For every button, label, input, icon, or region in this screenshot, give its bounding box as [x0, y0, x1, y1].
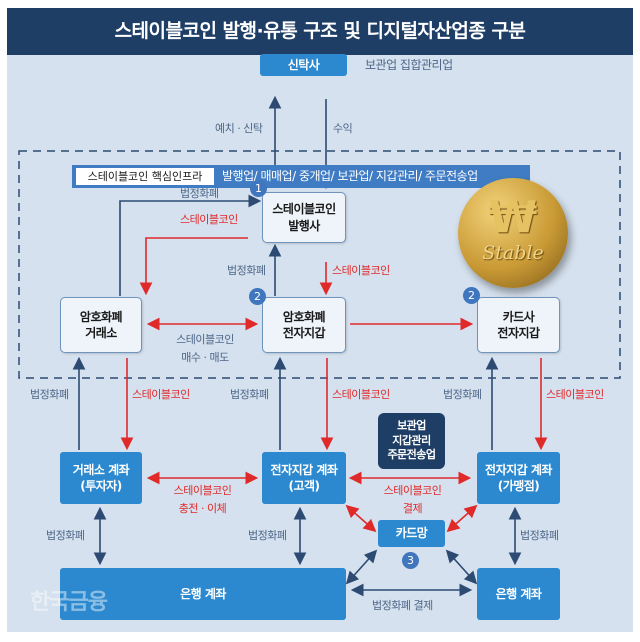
- crypto-wallet-line1: 암호화폐: [282, 309, 326, 324]
- issuer-line1: 스테이블코인: [272, 202, 336, 217]
- merchant-wallet-account-box: 전자지갑 계좌 (가맹점): [477, 452, 560, 504]
- charge-line2: 충전 · 이체: [178, 501, 227, 515]
- fiat-label-4: 법정화폐: [46, 529, 85, 542]
- exchange-account-line1: 거래소 계좌: [72, 462, 130, 477]
- bank-account-right-box: 은행 계좌: [477, 568, 560, 620]
- crypto-wallet-line2: 전자지갑: [282, 326, 326, 340]
- merchant-wallet-line2: (가맹점): [497, 479, 540, 493]
- custody-line2: 지갑관리: [392, 433, 431, 447]
- fiat-label-exchange-issuer: 법정화폐: [180, 187, 219, 200]
- fiat-label-3: 법정화폐: [443, 388, 482, 401]
- core-infra-label: 스테이블코인 핵심인프라: [76, 168, 214, 185]
- arrow-exchange-fiat: [119, 194, 262, 296]
- won-symbol-icon: ₩: [488, 192, 538, 243]
- buy-sell-line1: 스테이블코인: [176, 333, 234, 346]
- merchant-wallet-line1: 전자지갑 계좌: [485, 462, 552, 477]
- coin-text: Stable: [482, 242, 544, 264]
- card-network-box: 카드망: [378, 520, 445, 547]
- fiat-label-5: 법정화폐: [248, 529, 287, 542]
- card-wallet-line2: 전자지갑: [497, 326, 540, 340]
- fiat-label-2: 법정화폐: [230, 388, 269, 401]
- stablecoin-label-2: 스테이블코인: [332, 388, 390, 401]
- exchange-account-box: 거래소 계좌 (투자자): [60, 452, 142, 504]
- trust-business-note: 보관업 집합관리업: [365, 58, 453, 72]
- stablecoin-coin-image: ₩ Stable: [458, 178, 568, 288]
- exchange-line2: 거래소: [85, 326, 117, 340]
- core-infra-businesses: 발행업/ 매매업/ 중개업/ 보관업/ 지갑관리/ 주문전송업: [222, 169, 478, 183]
- buy-sell-line2: 매수 · 매도: [181, 350, 229, 364]
- page-title: 스테이블코인 발행·유통 구조 및 디지털자산업종 구분: [7, 8, 633, 55]
- fiat-label-1: 법정화폐: [30, 388, 69, 401]
- exchange-line1: 암호화폐: [79, 309, 123, 324]
- customer-wallet-line2: (고객): [288, 479, 320, 493]
- custody-line3: 주문전송업: [387, 448, 436, 462]
- core-infra-bar: 스테이블코인 핵심인프라 발행업/ 매매업/ 중개업/ 보관업/ 지갑관리/ 주…: [72, 165, 530, 188]
- exchange-account-line2: (투자자): [80, 479, 122, 493]
- stablecoin-label-issuer-wallet: 스테이블코인: [332, 264, 390, 277]
- badge-2-card-wallet: 2: [463, 287, 480, 304]
- badge-2-crypto-wallet: 2: [249, 288, 266, 305]
- deposit-label: 예치 · 신탁: [215, 122, 263, 135]
- trust-company-box: 신탁사: [260, 54, 347, 76]
- custody-line1: 보관업: [397, 418, 426, 432]
- badge-1: 1: [250, 180, 267, 197]
- stablecoin-label-3: 스테이블코인: [546, 388, 604, 401]
- issuer-line2: 발행사: [288, 218, 320, 233]
- charge-line1: 스테이블코인: [173, 484, 232, 497]
- digital-asset-zone: [18, 150, 621, 379]
- fiat-label-wallet-issuer: 법정화폐: [227, 264, 266, 277]
- customer-wallet-account-box: 전자지갑 계좌 (고객): [262, 452, 346, 504]
- customer-wallet-line1: 전자지갑 계좌: [270, 462, 338, 477]
- arrow-issuer-stablecoin: [139, 237, 248, 296]
- fiat-label-6: 법정화폐: [520, 529, 559, 542]
- card-wallet-line1: 카드사: [502, 309, 535, 324]
- payment-line1: 스테이블코인: [383, 484, 442, 497]
- fiat-settlement-label: 법정화폐 결제: [372, 599, 433, 612]
- payment-line2: 결제: [402, 501, 423, 515]
- stablecoin-label-1: 스테이블코인: [132, 388, 190, 401]
- watermark-logo: 한국금융: [30, 590, 108, 615]
- profit-label: 수익: [333, 122, 353, 135]
- bank-account-left-box: 은행 계좌: [60, 568, 346, 620]
- badge-3: 3: [402, 552, 419, 569]
- stablecoin-label-issuer-exchange: 스테이블코인: [180, 213, 238, 226]
